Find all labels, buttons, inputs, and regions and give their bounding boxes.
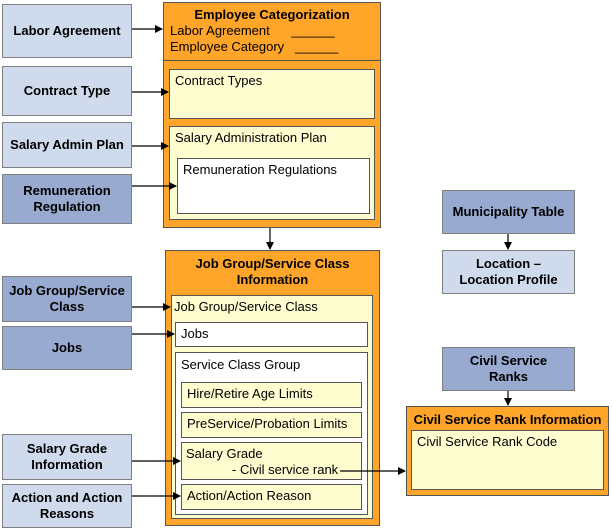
labor-agreement-field: Labor Agreement ______ bbox=[170, 23, 335, 38]
service-class-group-label: Service Class Group bbox=[181, 357, 301, 372]
jobs-panel: Jobs bbox=[175, 322, 368, 347]
civil-service-rank-code-label: Civil Service Rank Code bbox=[417, 434, 558, 449]
contract-type-box: Contract Type bbox=[2, 66, 132, 116]
contract-types-label: Contract Types bbox=[175, 73, 263, 88]
salary-admin-plan-box: Salary Admin Plan bbox=[2, 122, 132, 168]
civil-service-rank-label: - Civil service rank bbox=[232, 462, 339, 477]
job-group-service-class-box: Job Group/Service Class bbox=[2, 276, 132, 322]
contract-types-panel: Contract Types bbox=[169, 69, 375, 119]
salary-grade-information-box: Salary Grade Information bbox=[2, 434, 132, 480]
remuneration-regulations-label: Remuneration Regulations bbox=[183, 162, 337, 177]
location-profile-box: Location – Location Profile bbox=[442, 250, 575, 294]
action-reason-label: Action/Action Reason bbox=[187, 488, 312, 503]
hire-retire-label: Hire/Retire Age Limits bbox=[187, 386, 313, 401]
preservice-label: PreService/Probation Limits bbox=[187, 416, 348, 431]
job-group-title: Job Group/Service Class Information bbox=[195, 256, 350, 287]
preservice-panel: PreService/Probation Limits bbox=[181, 412, 362, 438]
job-group-service-class-label: Job Group/Service Class bbox=[174, 299, 318, 314]
salary-administration-plan-label: Salary Administration Plan bbox=[175, 130, 327, 145]
civil-service-ranks-box: Civil Service Ranks bbox=[442, 347, 575, 391]
action-reason-panel: Action/Action Reason bbox=[181, 484, 362, 510]
civil-service-rank-code-panel: Civil Service Rank Code bbox=[411, 430, 604, 490]
civil-service-rank-information-title: Civil Service Rank Information bbox=[413, 412, 602, 427]
salary-grade-label: Salary Grade bbox=[186, 446, 263, 461]
header-divider bbox=[163, 60, 381, 61]
employee-category-field: Employee Category ______ bbox=[170, 39, 339, 54]
hire-retire-panel: Hire/Retire Age Limits bbox=[181, 382, 362, 408]
labor-agreement-box: Labor Agreement bbox=[2, 4, 132, 58]
salary-grade-panel bbox=[181, 442, 362, 480]
action-and-action-reasons-box: Action and Action Reasons bbox=[2, 484, 132, 528]
employee-categorization-title: Employee Categorization bbox=[194, 7, 350, 22]
remuneration-regulation-box: Remuneration Regulation bbox=[2, 174, 132, 224]
jobs-box: Jobs bbox=[2, 326, 132, 370]
remuneration-regulations-panel: Remuneration Regulations bbox=[177, 158, 370, 214]
jobs-label: Jobs bbox=[181, 326, 209, 341]
municipality-table-box: Municipality Table bbox=[442, 190, 575, 234]
